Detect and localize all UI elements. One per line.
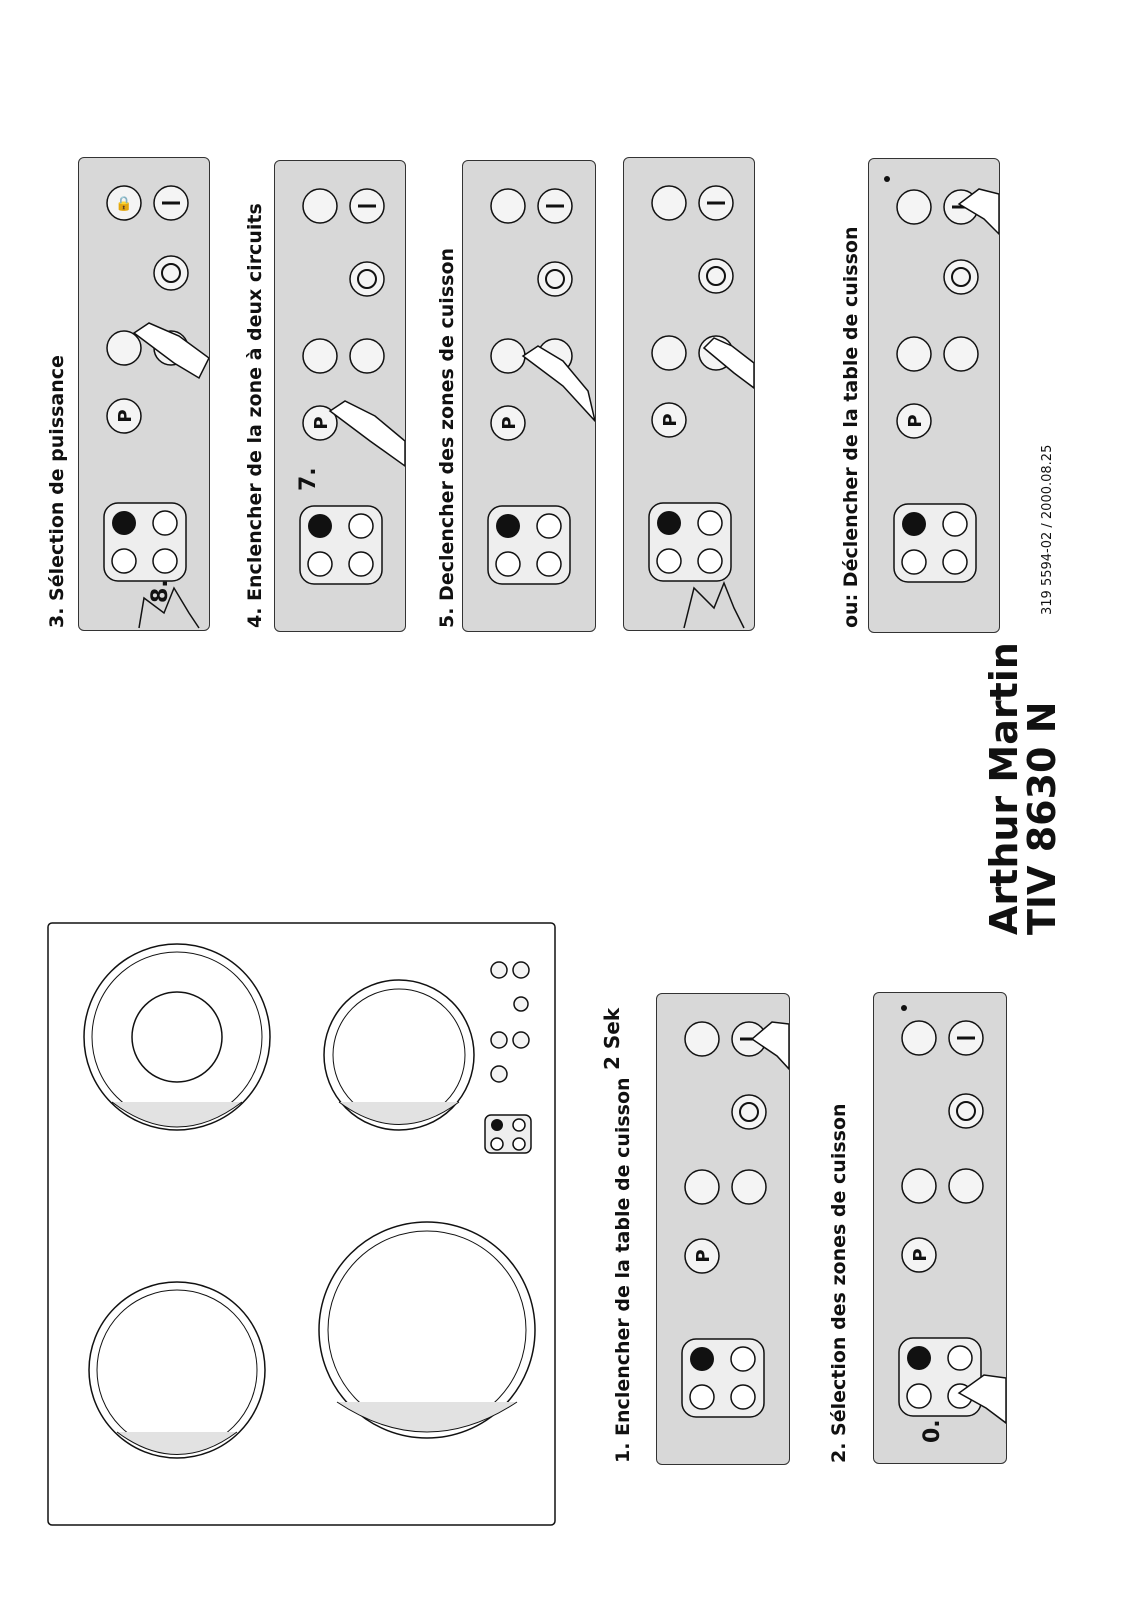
zone-selector[interactable] [681,1338,765,1418]
on-off-button[interactable] [698,185,734,221]
display-level-7: 7. [296,467,321,491]
panel-step-2: P 0. [873,992,1007,1464]
lock-button[interactable] [896,189,932,225]
svg-text:P: P [499,416,520,429]
power-level-button[interactable]: P [106,398,142,434]
step-title-5: 5. Declencher des zones de cuisson [436,247,458,628]
panel-step-3: 🔒 P 8. [78,157,210,631]
on-off-button[interactable] [948,1020,984,1056]
lock-button[interactable]: 🔒 [106,185,142,221]
timer-button[interactable] [948,1093,984,1129]
svg-text:🔒: 🔒 [115,196,132,212]
zone-selector[interactable] [487,505,571,585]
pointing-hand-icon [521,345,597,424]
timer-button[interactable] [731,1094,767,1130]
zone-selector[interactable] [898,1337,982,1417]
lock-button[interactable] [302,188,338,224]
svg-text:P: P [693,1249,714,1262]
power-level-button[interactable]: P [896,403,932,439]
panel-step-4: P 7. [274,160,406,632]
plus-button[interactable] [684,1169,720,1205]
cooking-zone-large [318,1221,536,1439]
plus-button[interactable] [896,336,932,372]
step-title-1: 1. Enclencher de la table de cuisson [612,1077,634,1463]
plus-button[interactable] [106,330,142,366]
minus-button[interactable] [948,1168,984,1204]
minus-button[interactable] [731,1169,767,1205]
timer-button[interactable] [698,258,734,294]
timer-button[interactable] [153,255,189,291]
step-title-3: 3. Sélection de puissance [46,355,68,628]
power-level-button[interactable]: P [901,1237,937,1273]
brand-name: Arthur Martin [982,642,1026,935]
plus-button[interactable] [901,1168,937,1204]
cooking-zone-top-right [323,979,475,1131]
timer-button[interactable] [349,261,385,297]
panel-step-1: P [656,993,790,1465]
cooktop-overview [47,922,556,1526]
svg-text:P: P [311,416,332,429]
panel-step-5a: P [462,160,597,632]
step-title-2: 2. Sélection des zones de cuisson [828,1103,850,1463]
step-title-off: ou: Déclencher de la table de cuisson [840,226,862,628]
on-off-button[interactable] [537,188,573,224]
mini-control-panel [484,961,532,1154]
svg-text:P: P [910,1248,931,1261]
display-level-8: 8. [138,579,200,629]
timer-button[interactable] [537,261,573,297]
lock-button[interactable] [651,185,687,221]
svg-text:8.: 8. [148,579,173,603]
svg-text:P: P [660,413,681,426]
lock-button[interactable] [901,1020,937,1056]
svg-text:P: P [905,414,926,427]
svg-text:P: P [115,409,136,422]
on-off-button[interactable] [153,185,189,221]
timer-button[interactable] [943,259,979,295]
svg-text:7.: 7. [296,467,321,491]
on-off-button[interactable] [349,188,385,224]
svg-text:0.: 0. [920,1419,945,1443]
cooking-zone-dual-circuit [83,943,271,1131]
power-level-button[interactable]: P [684,1238,720,1274]
blink-burst [683,580,745,629]
step-title-4: 4. Enclencher de la zone à deux circuits [244,203,266,628]
cooking-zone-bottom-left [88,1281,266,1459]
power-level-button[interactable]: P [302,405,338,441]
plus-button[interactable] [302,338,338,374]
pointing-hand-icon [328,400,406,468]
lock-button[interactable] [684,1021,720,1057]
zone-selector[interactable] [893,503,977,583]
display-level-0: 0. [920,1419,945,1443]
plus-button[interactable] [490,338,526,374]
power-level-button[interactable]: P [651,402,687,438]
document-reference: 319 5594-02 / 2000.08.25 [1040,444,1055,615]
hold-time-callout: 2 Sek [600,1007,624,1070]
plus-button[interactable] [651,335,687,371]
zone-selector[interactable] [648,502,732,582]
minus-button[interactable] [349,338,385,374]
panel-step-off: P [868,158,1000,633]
lock-button[interactable] [490,188,526,224]
model-number: TIV 8630 N [1020,701,1064,936]
power-level-button[interactable]: P [490,405,526,441]
zone-selector[interactable] [299,505,383,585]
panel-step-5b: P [623,157,755,631]
minus-button[interactable] [943,336,979,372]
zone-selector[interactable] [103,502,187,582]
